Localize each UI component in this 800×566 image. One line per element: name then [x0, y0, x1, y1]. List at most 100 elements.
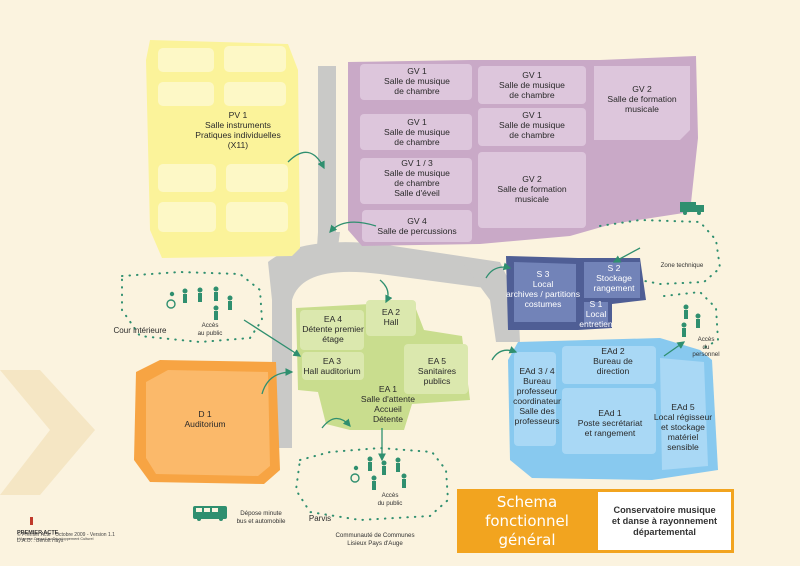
- zone-label: Bureau professeur coordinateur Salle des…: [513, 376, 561, 426]
- background-chevron: [0, 370, 95, 495]
- zone-label: Salle de musique de chambre: [499, 120, 565, 140]
- logo-mark: [30, 517, 33, 525]
- zone-code: D 1: [198, 409, 212, 419]
- zone-code: GV 1: [522, 110, 542, 120]
- zone-code: EAd 2: [601, 346, 625, 356]
- parvis-label: Parvis: [308, 514, 332, 523]
- zone-code: EAd 3 / 4: [519, 366, 555, 376]
- zone-label: Auditorium: [184, 419, 226, 429]
- pedestrian-icons-staff: [681, 304, 701, 337]
- zone-label: Salle de musique de chambre: [499, 80, 565, 100]
- zone-label: Stockage rangement: [593, 273, 635, 293]
- connectors: [243, 151, 686, 462]
- zone-code: GV 2: [522, 174, 542, 184]
- zone-label: Local entretien: [579, 309, 613, 329]
- logo-subtitle: L'Agence Conseil au Développement Cultur…: [17, 537, 94, 541]
- s-zone: [506, 256, 646, 330]
- premier-acte-logo: PREMIER ACTE L'Agence Conseil au Dévelop…: [17, 512, 94, 542]
- zone-label: Salle de musique de chambre: [384, 76, 450, 96]
- zone-label: Sanitaires publics: [417, 366, 457, 386]
- d-zone: [134, 360, 280, 484]
- zone-label: Salle de percussions: [377, 226, 457, 236]
- acces-public-top-label: Accès au public: [197, 322, 223, 337]
- zone-code: S 2: [607, 263, 621, 273]
- zone-label: Salle de formation musicale: [497, 184, 567, 204]
- copyright-text: © Premier Acte - Octobre 2009 - Version …: [17, 532, 115, 544]
- zone-label: Salle instruments Pratiques individuelle…: [195, 120, 281, 150]
- zone-code: EA 5: [427, 356, 447, 366]
- zone-code: EA 1: [378, 384, 398, 394]
- zone-code: GV 1 / 3: [401, 158, 433, 168]
- zone-label: Salle de formation musicale: [607, 94, 677, 114]
- wheelchair-icon: [166, 291, 176, 309]
- ead-zone: [508, 338, 718, 480]
- bus-icon: [193, 506, 227, 521]
- zone-label: Local archives / partitions costumes: [505, 279, 581, 309]
- ea-zone: [296, 300, 470, 430]
- title-left-panel: Schema fonctionnel général: [457, 489, 597, 553]
- communaute-label: Communauté de Communes Lisieux Pays d'Au…: [335, 532, 415, 547]
- title-right-panel: Conservatoire musique et danse à rayonne…: [598, 492, 731, 550]
- truck-icon: [680, 202, 704, 215]
- cour-interieure-label: Cour intérieure: [113, 326, 167, 335]
- pedestrian-icons-bottom: [367, 456, 407, 490]
- project-title: Conservatoire musique et danse à rayonne…: [611, 504, 718, 537]
- zone-code: GV 2: [632, 84, 652, 94]
- wheelchair-icon-bottom: [350, 465, 360, 483]
- gv-zone: [348, 56, 698, 246]
- pv-zone: [146, 40, 300, 258]
- depose-minute-label: Dépose minute bus et automobile: [236, 510, 286, 525]
- pedestrian-icons-top: [182, 286, 233, 320]
- zone-code: GV 1: [407, 117, 427, 127]
- zone-code: GV 1: [407, 66, 427, 76]
- diagram-title: Schema fonctionnel général: [485, 492, 569, 549]
- logo-name: PREMIER ACTE: [17, 530, 59, 536]
- zone-label: Détente premier étage: [302, 324, 364, 344]
- zone-code: EAd 5: [671, 402, 695, 412]
- zone-technique-label: Zone technique: [660, 262, 704, 269]
- acces-public-bottom-label: Accès du public: [377, 492, 403, 507]
- dotted-boundaries: [121, 218, 722, 522]
- zone-label: Poste secrétariat et rangement: [577, 418, 643, 438]
- zone-label: Local régisseur et stockage matériel sen…: [653, 412, 713, 452]
- zone-label: Salle de musique de chambre Salle d'évei…: [384, 168, 450, 198]
- zone-code: EA 2: [381, 307, 401, 317]
- zone-code: S 3: [536, 269, 550, 279]
- zone-code: GV 4: [407, 216, 427, 226]
- zone-label: Hall: [383, 317, 399, 327]
- zone-code: GV 1: [522, 70, 542, 80]
- zone-code: S 1: [589, 299, 603, 309]
- zone-label: Hall auditorium: [303, 366, 361, 376]
- roads: [268, 66, 520, 448]
- zone-code: EA 4: [323, 314, 343, 324]
- zone-label: Salle de musique de chambre: [384, 127, 450, 147]
- zone-code: EA 3: [322, 356, 342, 366]
- zone-code: EAd 1: [598, 408, 622, 418]
- zone-label: Salle d'attente Accueil Détente: [360, 394, 416, 424]
- acces-personnel-label: Accès du personnel: [692, 336, 720, 358]
- title-box: Schema fonctionnel général Conservatoire…: [457, 489, 734, 553]
